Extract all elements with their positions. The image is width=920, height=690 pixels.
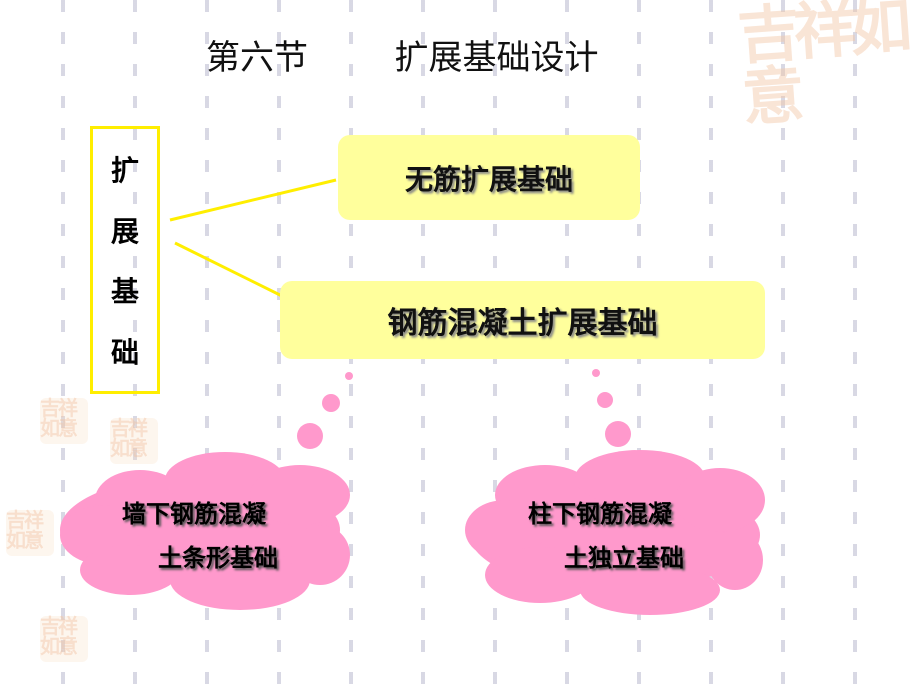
cloud-left-line2: 土条形基础 <box>158 544 278 572</box>
connector-line <box>174 241 283 298</box>
decorative-seal-small: 吉祥如意 <box>40 616 88 662</box>
thought-bubbles-right <box>592 369 631 447</box>
label-char: 础 <box>110 335 139 369</box>
decorative-seal-logo: 吉祥如意 <box>735 0 909 135</box>
cloud-right-line1: 柱下钢筋混凝 <box>528 500 672 528</box>
cloud-right-line2: 土独立基础 <box>564 544 684 572</box>
box-rc-footing: 钢筋混凝土扩展基础 <box>280 281 765 359</box>
category-label-frame: 扩 展 基 础 <box>90 126 160 394</box>
slide-title: 第六节 扩展基础设计 <box>206 38 599 78</box>
decorative-seal-small: 吉祥如意 <box>6 510 54 556</box>
box-unreinforced-footing: 无筋扩展基础 <box>338 135 640 220</box>
cloud-left-line1: 墙下钢筋混凝 <box>122 500 266 528</box>
connector-line <box>169 178 337 222</box>
label-char: 基 <box>110 275 139 309</box>
label-char: 扩 <box>110 154 139 188</box>
label-char: 展 <box>110 214 139 248</box>
decorative-seal-small: 吉祥如意 <box>40 398 88 444</box>
thought-bubbles-left <box>297 372 353 449</box>
decorative-seal-small: 吉祥如意 <box>110 418 158 464</box>
